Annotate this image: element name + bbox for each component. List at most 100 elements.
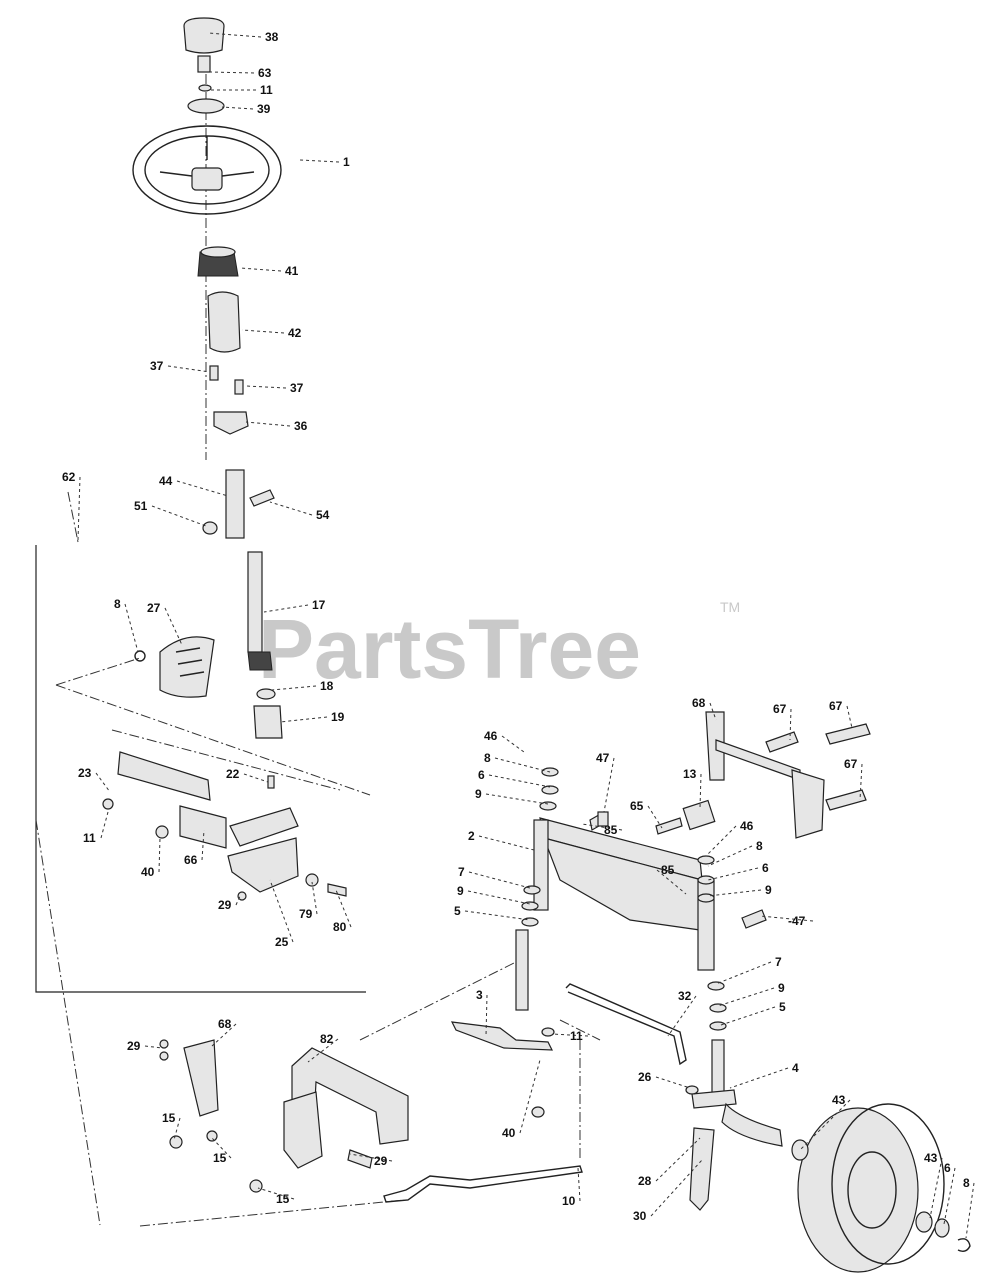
steering-insert (187, 98, 225, 114)
callout-leader-8 (707, 845, 753, 867)
callout-leader-32 (667, 995, 697, 1037)
callout-label-82: 82 (320, 1032, 334, 1046)
callout-leader-85 (581, 823, 623, 831)
gear-shaft (117, 751, 211, 801)
small-washer (198, 84, 212, 92)
callout-leader-8 (494, 757, 551, 773)
callout-label-85: 85 (604, 823, 618, 837)
callout-label-40: 40 (502, 1126, 516, 1140)
callout-label-63: 63 (258, 66, 272, 80)
callout-leader-9 (707, 889, 762, 897)
callout-leader-6 (943, 1167, 956, 1225)
callout-label-3: 3 (476, 988, 483, 1002)
callout-label-7: 7 (775, 955, 782, 969)
axle-nuts (589, 811, 767, 929)
callout-label-5: 5 (779, 1000, 786, 1014)
callout-label-80: 80 (333, 920, 347, 934)
axle-bolts (765, 723, 871, 811)
callout-leader-2 (478, 835, 535, 851)
frame-side-bracket (283, 1091, 323, 1169)
callout-label-4: 4 (792, 1061, 799, 1075)
callout-leader-18 (271, 685, 317, 691)
steering-bushing (207, 291, 241, 353)
callout-leader-51 (151, 505, 207, 527)
callout-leader-54 (269, 501, 313, 516)
callout-leader-37 (245, 385, 287, 389)
callout-leader-8 (124, 603, 139, 653)
callout-label-11: 11 (83, 831, 96, 845)
callout-leader-67 (789, 708, 792, 741)
frame-mount-plate (183, 1039, 219, 1117)
shaft-nut (202, 521, 218, 535)
callout-label-8: 8 (756, 839, 763, 853)
callout-leader-80 (335, 889, 352, 928)
callout-label-40: 40 (141, 865, 155, 879)
callout-label-38: 38 (265, 30, 279, 44)
callout-label--47: -47 (788, 914, 806, 928)
callout-leader-46 (705, 825, 737, 857)
callout-label-36: 36 (294, 419, 308, 433)
callout-leader-46 (501, 735, 525, 753)
callout-label-13: 13 (683, 767, 697, 781)
callout-leader-9 (485, 793, 549, 805)
callout-label-11: 11 (260, 83, 273, 97)
callout-label-37: 37 (290, 381, 304, 395)
callout-leader-65 (647, 805, 663, 829)
callout-label-28: 28 (638, 1174, 652, 1188)
callout-label-47: 47 (596, 751, 610, 765)
callout-leader-66 (201, 829, 205, 861)
callout-label-15: 15 (213, 1151, 227, 1165)
callout-label-43: 43 (924, 1151, 938, 1165)
callout-leader-30 (650, 1159, 703, 1217)
callout-label-29: 29 (127, 1039, 141, 1053)
callout-label-7: 7 (458, 865, 465, 879)
tie-rod (383, 1165, 583, 1203)
callout-label-68: 68 (692, 696, 706, 710)
callout-leader-9 (717, 987, 775, 1007)
callout-leader-15 (173, 1117, 181, 1141)
callout-label-30: 30 (633, 1209, 647, 1223)
callout-label-44: 44 (159, 474, 173, 488)
callout-leader-22 (243, 773, 269, 783)
callout-label-32: 32 (678, 989, 692, 1003)
callout-leader-38 (207, 32, 262, 38)
callout-leader-5 (717, 1006, 776, 1027)
callout-label-46: 46 (484, 729, 498, 743)
callout-label-22: 22 (226, 767, 240, 781)
watermark-trademark: TM (720, 599, 740, 615)
callout-label-68: 68 (218, 1017, 232, 1031)
callout-label-85: 85 (661, 863, 675, 877)
front-axle (533, 817, 715, 971)
callout-label-15: 15 (276, 1192, 290, 1206)
callout-label-23: 23 (78, 766, 92, 780)
callout-label-8: 8 (484, 751, 491, 765)
callout-label-46: 46 (740, 819, 754, 833)
callout-label-39: 39 (257, 102, 271, 116)
callout-leader-27 (164, 607, 183, 646)
callout-label-62: 62 (62, 470, 76, 484)
spindle-washers (521, 767, 727, 1118)
callout-label-9: 9 (457, 884, 464, 898)
callout-label-41: 41 (285, 264, 299, 278)
callout-leader-19 (279, 716, 328, 723)
spindle-left (450, 929, 553, 1051)
callout-leader-4 (729, 1067, 789, 1089)
axle-pivot-bracket (705, 711, 825, 839)
callout-leader-6 (707, 867, 759, 881)
callout-leader-25 (269, 879, 294, 943)
callout-label-6: 6 (762, 861, 769, 875)
callout-label-17: 17 (312, 598, 326, 612)
steering-shaft-lower (247, 551, 273, 671)
callout-leader-7 (715, 961, 772, 985)
steering-shaft-upper (225, 469, 245, 539)
callout-label-6: 6 (478, 768, 485, 782)
callout-leader-15 (211, 1137, 232, 1159)
steering-wheel (132, 125, 282, 215)
callout-leader-36 (245, 421, 291, 427)
tie-rod-end (689, 1127, 715, 1211)
callout-leaders (77, 32, 975, 1239)
callout-leader-6 (488, 774, 551, 788)
callout-label-43: 43 (832, 1093, 846, 1107)
